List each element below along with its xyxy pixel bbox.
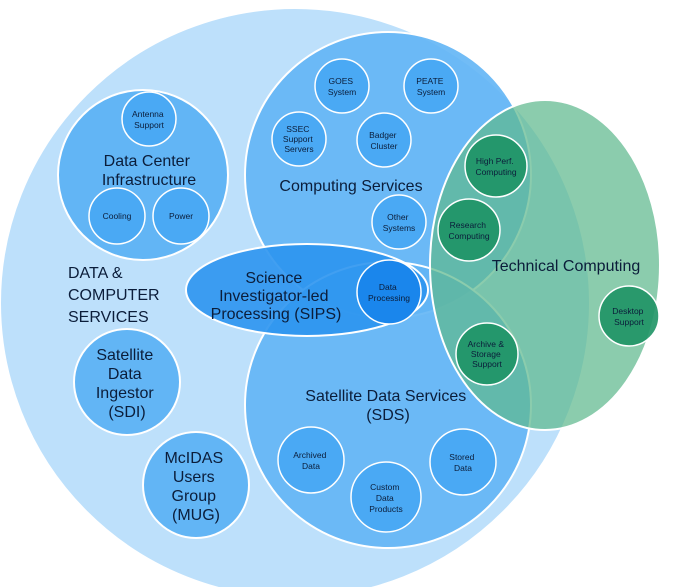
ssec-support-servers-label: SSEC Support Servers: [283, 124, 315, 154]
computing-services-label: Computing Services: [279, 178, 422, 195]
mug-label: McIDAS Users Group (MUG): [164, 450, 227, 524]
high-perf-computing-label: High Perf. Computing: [475, 156, 516, 177]
data-processing-label: Data Processing: [368, 282, 410, 303]
main-label: DATA & COMPUTER SERVICES: [68, 265, 164, 326]
power-label: Power: [169, 211, 193, 221]
antenna-support-node: [121, 91, 177, 147]
goes-system-node: [314, 58, 370, 114]
cooling-label: Cooling: [103, 211, 132, 221]
research-computing-label: Research Computing: [448, 220, 489, 241]
archive-storage-support-node: [455, 322, 519, 386]
power-node: [152, 187, 210, 245]
other-systems-node: [371, 194, 427, 250]
data-center-label: Data Center Infrastructure: [102, 153, 196, 189]
satellite-data-services-label: Satellite Data Services (SDS): [305, 388, 470, 424]
peate-system-label: PEATE System: [416, 76, 446, 97]
archived-data-label: Archived Data: [293, 450, 328, 471]
mug-circle: [142, 431, 250, 539]
badger-cluster-node: [356, 112, 412, 168]
research-computing-node: [437, 198, 501, 262]
technical-computing-label: Technical Computing: [492, 258, 641, 275]
stored-data-label: Stored Data: [449, 452, 476, 473]
desktop-support-node: [598, 285, 660, 347]
badger-cluster-label: Badger Cluster: [369, 130, 399, 151]
cooling-node: [88, 187, 146, 245]
archive-storage-support-label: Archive & Storage Support: [468, 339, 507, 369]
archived-data-node: [277, 426, 345, 494]
ssec-support-servers-node: [271, 111, 327, 167]
data-processing-node: [356, 259, 422, 325]
peate-system-node: [403, 58, 459, 114]
antenna-support-label: Antenna Support: [132, 109, 166, 130]
sips-label: Science Investigator-led Processing (SIP…: [211, 270, 342, 323]
custom-data-products-node: [350, 461, 422, 533]
sdi-circle: [73, 328, 181, 436]
high-perf-computing-node: [464, 134, 528, 198]
custom-data-products-label: Custom Data Products: [369, 482, 403, 514]
other-systems-label: Other Systems: [383, 212, 416, 233]
goes-system-label: GOES System: [328, 76, 356, 97]
sdi-label: Satellite Data Ingestor (SDI): [96, 347, 158, 421]
stored-data-node: [429, 428, 497, 496]
desktop-support-label: Desktop Support: [612, 306, 646, 327]
